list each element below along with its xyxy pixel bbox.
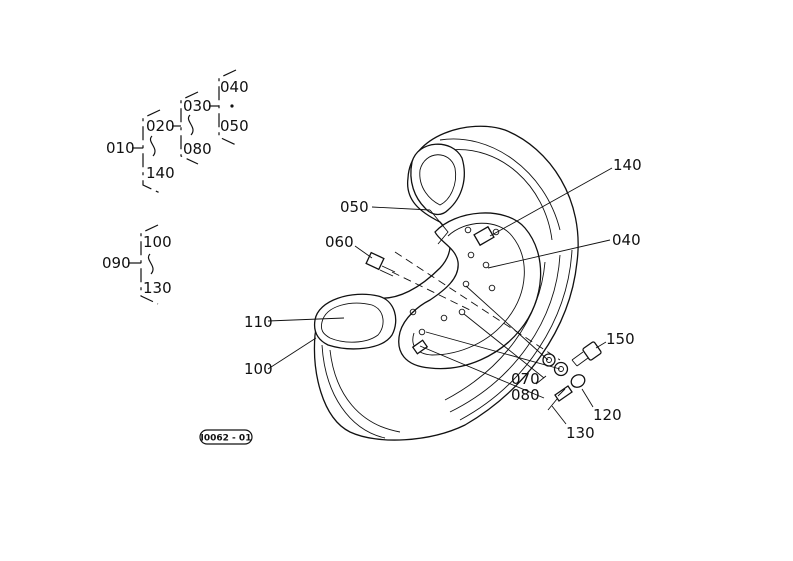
tree-level2-top-label: 030 — [183, 97, 212, 115]
tree-level2-bottom-label: 080 — [183, 140, 212, 158]
tree2-top-label: 100 — [143, 233, 172, 251]
reference-badge-text: I0062 - 01 — [201, 434, 252, 444]
valve-stem-130 — [547, 385, 573, 411]
tree-level1-bottom-label: 140 — [146, 164, 175, 182]
callout-040: 040 — [612, 231, 641, 249]
callout-120: 120 — [593, 406, 622, 424]
washer-070 — [542, 353, 556, 367]
callout-060: 060 — [325, 233, 354, 251]
callout-100: 100 — [244, 360, 273, 378]
callout-150: 150 — [606, 330, 635, 348]
callout-080: 080 — [511, 386, 540, 404]
tree-level3-bottom-label: 050 — [220, 117, 249, 135]
part-hierarchy-tree-2: 090 100 130 — [102, 224, 172, 305]
bolt-150 — [571, 341, 602, 367]
wheel-assembly — [313, 125, 602, 441]
tree2-root-label: 090 — [102, 254, 131, 272]
callout-050: 050 — [340, 198, 369, 216]
callout-130: 130 — [566, 424, 595, 442]
rim-disc — [398, 212, 542, 370]
part-hierarchy-tree: 010 020 140 030 080 040 050 — [106, 69, 249, 194]
callout-labels: 050 060 140 040 110 100 150 070 080 120 … — [244, 156, 642, 442]
tree-level1-top-label: 020 — [146, 117, 175, 135]
reference-badge: I0062 - 01 — [199, 429, 253, 445]
callout-140: 140 — [613, 156, 642, 174]
tree-level3-top-label: 040 — [220, 78, 249, 96]
valve-cap-120 — [570, 374, 586, 388]
leader-lines — [267, 167, 613, 425]
callout-070: 070 — [511, 370, 540, 388]
tree-root-label: 010 — [106, 139, 135, 157]
tree2-bottom-label: 130 — [143, 279, 172, 297]
nut-080 — [553, 361, 569, 377]
valve-boss — [473, 225, 495, 247]
callout-110: 110 — [244, 313, 273, 331]
bolt-060 — [365, 251, 396, 277]
bullet-dot — [230, 104, 234, 108]
rim-bolt-holes — [409, 226, 500, 336]
